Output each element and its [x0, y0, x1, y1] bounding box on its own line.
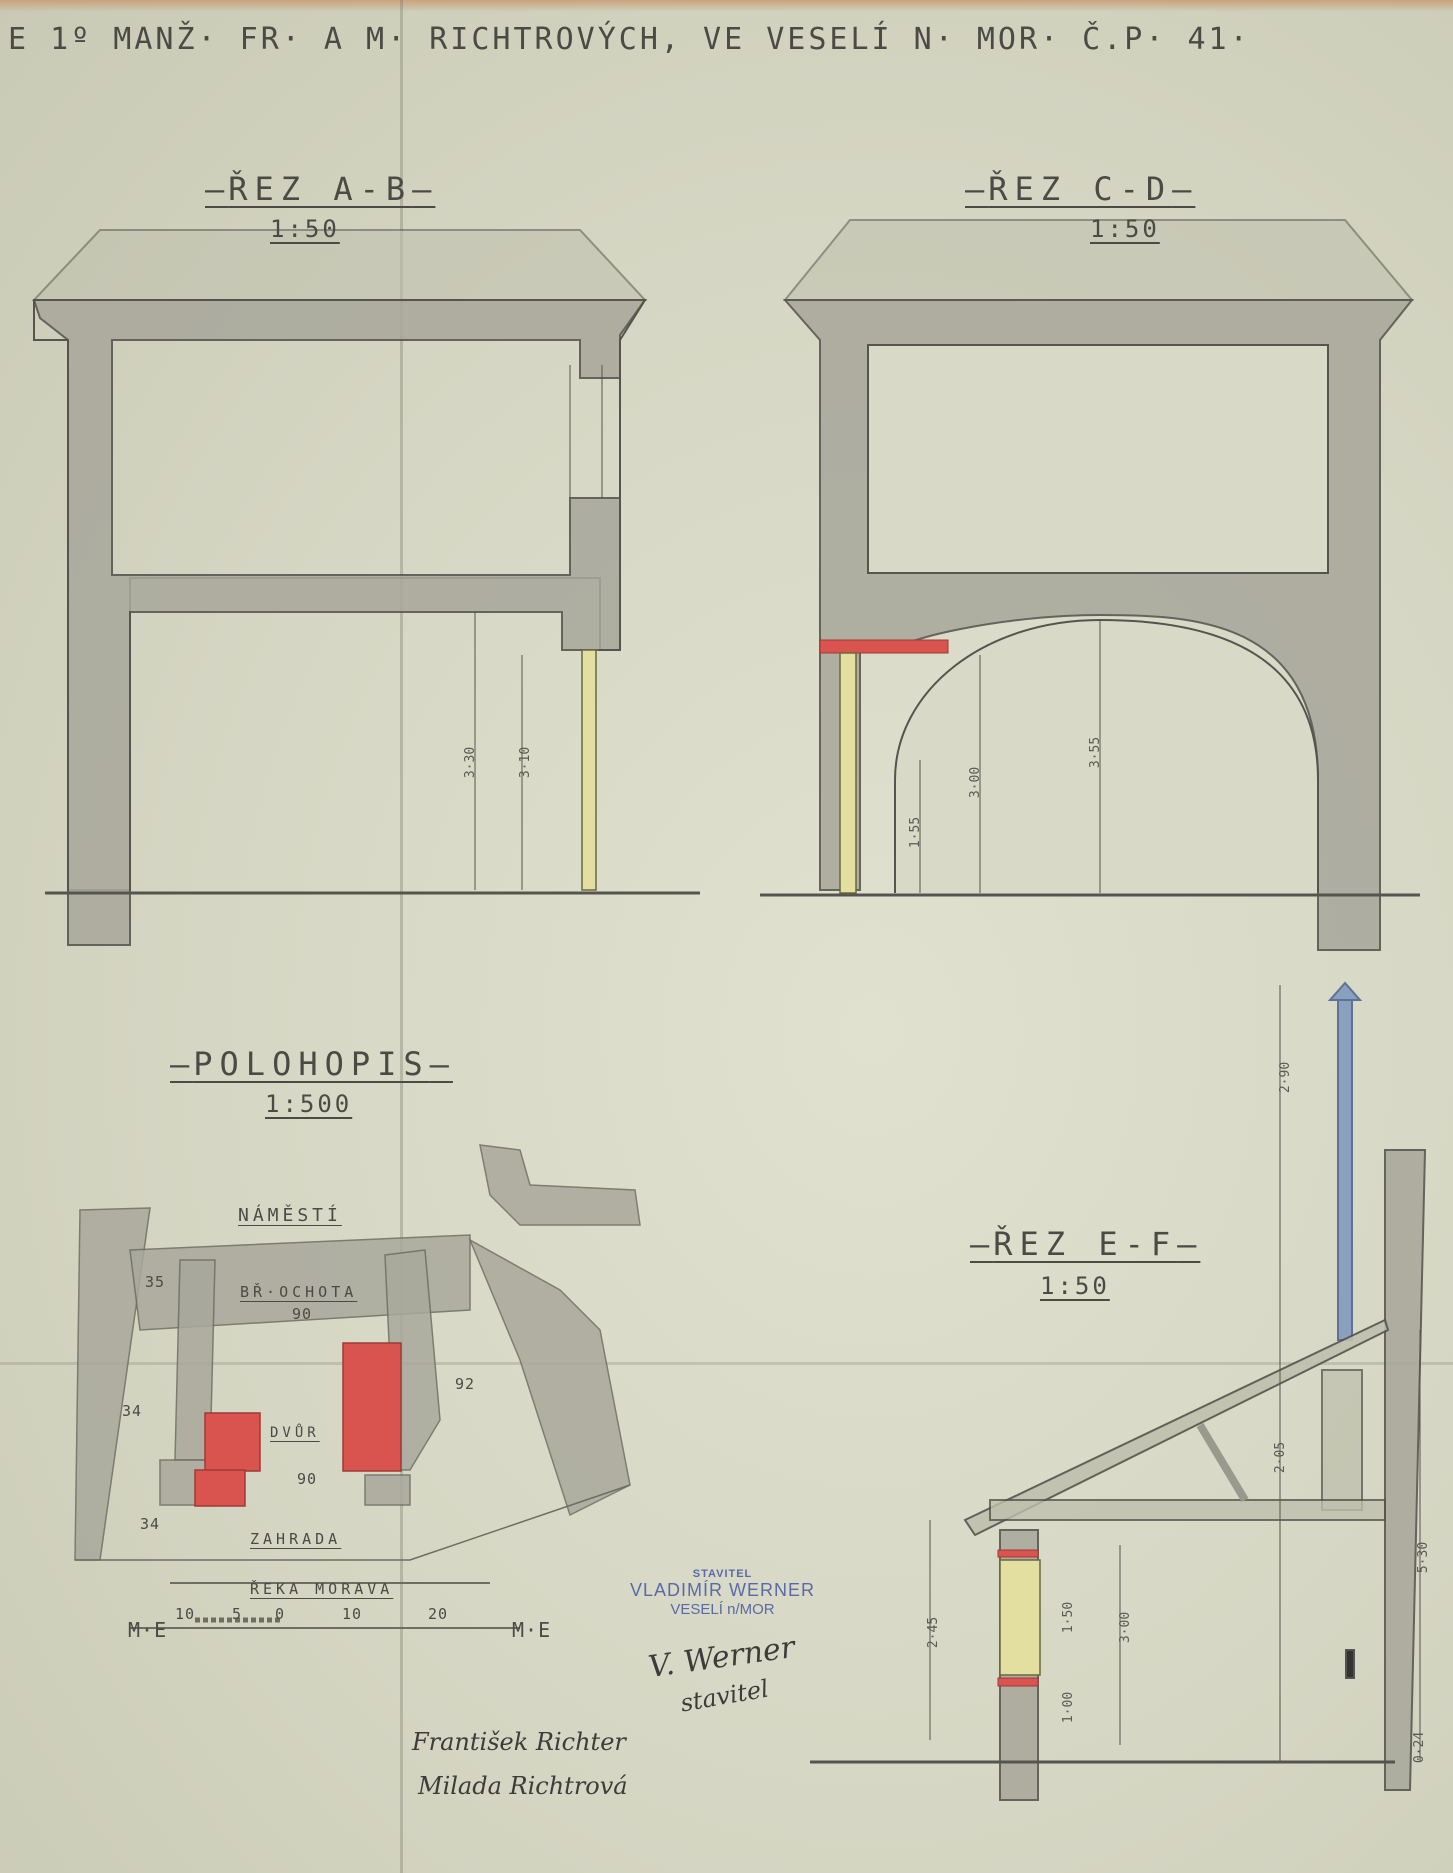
section-ef-dim-7: 1·00	[1061, 1691, 1077, 1724]
site-plan-yard-label: DVŮR	[270, 1425, 320, 1441]
section-cd-dim-2: 3·00	[968, 766, 984, 799]
section-cd-drawing	[760, 219, 1420, 951]
scale-tick-0: 0	[275, 1605, 286, 1623]
section-ef-title: ŘEZ E-F	[970, 1225, 1200, 1263]
plot-number-92: 92	[455, 1375, 476, 1393]
section-ef-dim-8: 0·24	[1412, 1731, 1428, 1764]
section-ef-scale: 1:50	[1040, 1272, 1110, 1300]
section-cd-title: ŘEZ C-D	[965, 170, 1195, 208]
scale-tick-10b: 10	[342, 1605, 363, 1623]
site-plan-scale: 1:500	[265, 1090, 353, 1118]
stamp-line-2: VLADIMÍR WERNER	[630, 1580, 816, 1600]
header-text: E 1º MANŽ· FR· A M· RICHTROVÝCH, VE VESE…	[8, 22, 1251, 57]
plot-number-34-bottom: 34	[140, 1515, 161, 1533]
section-ab-drawing	[31, 229, 700, 946]
site-plan-title: POLOHOPIS	[170, 1045, 453, 1083]
paper-fold-horizontal	[0, 1362, 1453, 1365]
section-cd-dim-3: 3·55	[1088, 736, 1104, 769]
scale-tick-5: 5	[232, 1605, 243, 1623]
plot-number-90-top: 90	[292, 1305, 313, 1323]
scale-unit-right: M·E	[512, 1618, 552, 1642]
section-ef-dim-6: 3·00	[1118, 1611, 1134, 1644]
scale-tick-10: 10	[175, 1605, 196, 1623]
section-ab-title: ŘEZ A-B	[205, 170, 435, 208]
section-ef-dim-5: 1·50	[1061, 1601, 1077, 1634]
scale-tick-20: 20	[428, 1605, 449, 1623]
scale-unit-left: M·E	[128, 1618, 168, 1642]
section-ef-dim-3: 5·30	[1416, 1541, 1432, 1574]
stamp-line-3: VESELÍ n/MOR	[670, 1601, 775, 1618]
section-ab-dim-1: 3·30	[463, 746, 479, 779]
section-ab-scale: 1:50	[270, 215, 340, 243]
section-ef-dim-1: 2·90	[1278, 1061, 1294, 1094]
plot-number-35: 35	[145, 1273, 166, 1291]
owner-signature-2: Milada Richtrová	[418, 1772, 628, 1800]
site-plan-street-label: BŘ·OCHOTA	[240, 1283, 358, 1301]
paper-fold-vertical	[400, 0, 403, 1873]
site-plan-garden-label: ZAHRADA	[250, 1530, 342, 1548]
section-cd-scale: 1:50	[1090, 215, 1160, 243]
site-plan-drawing	[74, 1144, 641, 1629]
plot-number-90-yard: 90	[297, 1470, 318, 1488]
section-ef-drawing	[810, 981, 1427, 1801]
site-plan-river-label: ŘEKA MORAVA	[250, 1580, 394, 1598]
stamp-line-1: STAVITEL	[692, 1568, 753, 1580]
owner-signature-1: František Richter	[412, 1728, 626, 1756]
plot-number-34-top: 34	[122, 1402, 143, 1420]
section-ef-dim-4: 2·45	[926, 1616, 942, 1649]
builder-stamp: STAVITEL VLADIMÍR WERNER VESELÍ n/MOR	[630, 1568, 815, 1618]
site-plan-square-label: NÁMĚSTÍ	[238, 1205, 342, 1226]
section-ab-dim-2: 3·10	[518, 746, 534, 779]
section-ef-dim-2: 2·05	[1273, 1441, 1289, 1474]
section-cd-dim-1: 1·55	[908, 816, 924, 849]
paper-edge	[0, 0, 1453, 12]
